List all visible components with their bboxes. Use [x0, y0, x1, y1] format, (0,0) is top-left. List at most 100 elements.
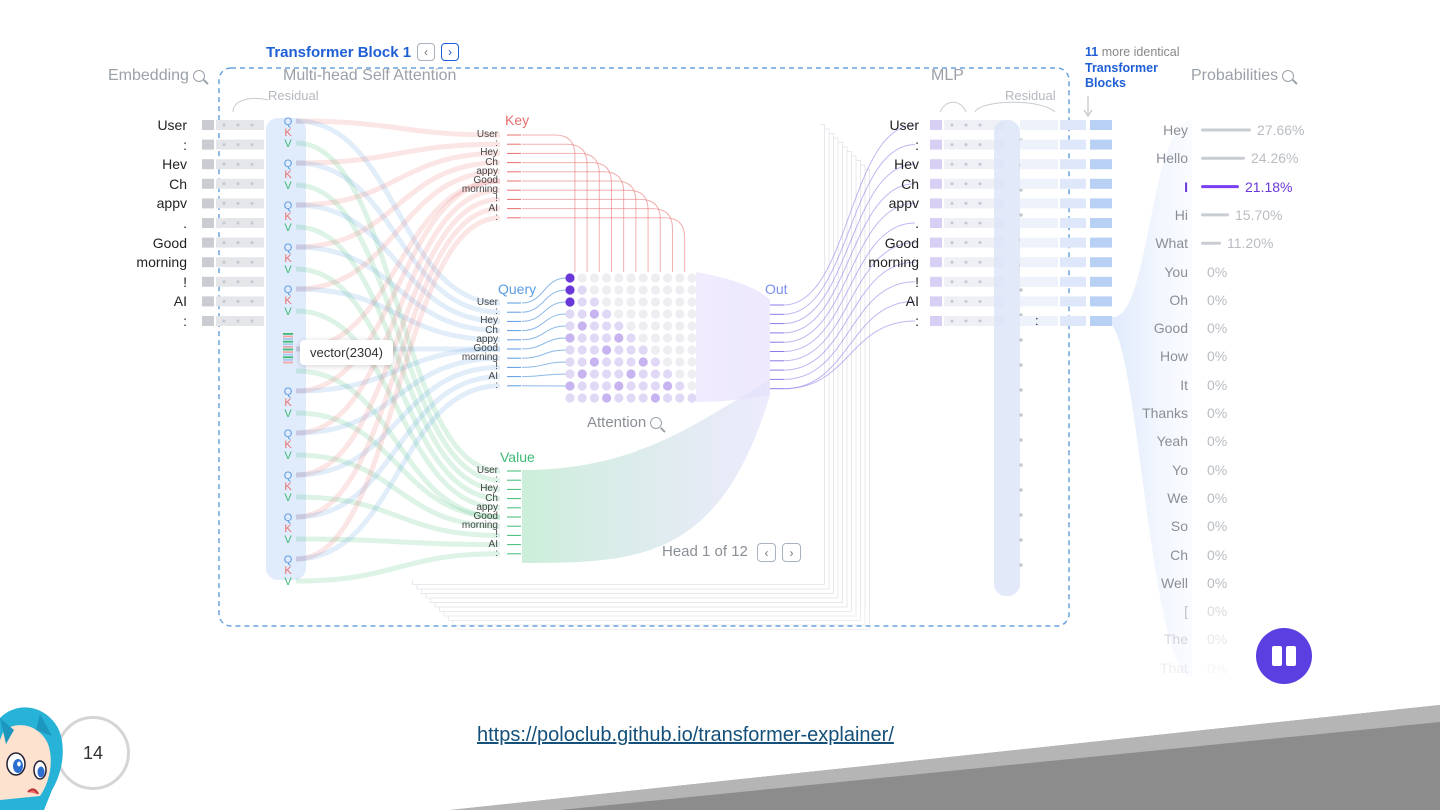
attention-cell[interactable] — [589, 369, 600, 379]
probability-word[interactable]: Yeah — [1156, 433, 1188, 450]
attention-cell[interactable] — [650, 321, 661, 331]
attention-cell[interactable] — [638, 369, 648, 379]
attention-cell[interactable] — [626, 285, 636, 295]
attention-cell[interactable] — [589, 333, 600, 343]
probability-word[interactable]: Thanks — [1142, 405, 1188, 421]
attention-cell[interactable] — [650, 309, 661, 319]
probability-word[interactable]: Hey — [1163, 122, 1188, 138]
attention-cell[interactable] — [614, 333, 624, 343]
attention-cell[interactable] — [589, 297, 600, 307]
attention-cell[interactable] — [687, 393, 697, 403]
attention-cell[interactable] — [663, 369, 673, 379]
attention-cell[interactable] — [565, 333, 575, 343]
attention-cell[interactable] — [638, 333, 648, 343]
attention-cell[interactable] — [650, 285, 661, 295]
probability-word[interactable]: That — [1159, 659, 1188, 676]
attention-cell[interactable] — [577, 273, 587, 283]
attention-cell[interactable] — [638, 321, 648, 331]
head-next-button[interactable]: › — [782, 543, 801, 562]
attention-cell[interactable] — [614, 393, 624, 403]
attention-cell[interactable] — [626, 309, 636, 319]
probability-word[interactable]: Yo — [1172, 461, 1188, 478]
attention-cell[interactable] — [675, 381, 685, 391]
attention-cell[interactable] — [577, 369, 587, 379]
probability-word[interactable]: Ch — [1170, 546, 1188, 563]
attention-cell[interactable] — [577, 333, 587, 343]
attention-cell[interactable] — [626, 369, 636, 379]
attention-cell[interactable] — [577, 345, 587, 355]
attention-cell[interactable] — [614, 381, 624, 391]
attention-cell[interactable] — [687, 297, 697, 307]
attention-cell[interactable] — [663, 333, 673, 343]
attention-cell[interactable] — [626, 321, 636, 331]
attention-cell[interactable] — [687, 381, 697, 391]
attention-cell[interactable] — [602, 321, 612, 331]
probability-word[interactable]: How — [1159, 348, 1188, 365]
attention-cell[interactable] — [565, 381, 575, 391]
attention-cell[interactable] — [614, 285, 624, 295]
attention-cell[interactable] — [650, 357, 661, 367]
probability-word[interactable]: Hello — [1156, 150, 1188, 167]
attention-cell[interactable] — [650, 393, 661, 403]
attention-cell[interactable] — [687, 309, 697, 319]
attention-cell[interactable] — [589, 357, 600, 367]
attention-cell[interactable] — [589, 309, 600, 319]
probability-word[interactable]: Oh — [1169, 291, 1188, 308]
attention-cell[interactable] — [565, 357, 575, 367]
block-next-button[interactable]: › — [441, 43, 459, 61]
probability-word[interactable]: We — [1167, 489, 1188, 506]
attention-cell[interactable] — [626, 393, 636, 403]
embedding-title[interactable]: Embedding — [108, 67, 205, 85]
attention-cell[interactable] — [602, 393, 612, 403]
probability-word[interactable]: I — [1184, 178, 1188, 195]
attention-cell[interactable] — [687, 273, 697, 283]
attention-cell[interactable] — [675, 285, 685, 295]
attention-cell[interactable] — [675, 345, 685, 355]
attention-cell[interactable] — [650, 381, 661, 391]
probability-word[interactable]: Good — [1153, 320, 1188, 337]
attention-cell[interactable] — [602, 285, 612, 295]
attention-cell[interactable] — [675, 357, 685, 367]
attention-cell[interactable] — [602, 357, 612, 367]
probabilities-title[interactable]: Probabilities — [1191, 67, 1295, 85]
attention-cell[interactable] — [626, 345, 636, 355]
probability-word[interactable]: You — [1164, 263, 1188, 280]
source-link[interactable]: https://poloclub.github.io/transformer-e… — [477, 724, 894, 746]
attention-cell[interactable] — [614, 357, 624, 367]
attention-cell[interactable] — [565, 369, 575, 379]
attention-cell[interactable] — [650, 369, 661, 379]
attention-cell[interactable] — [614, 345, 624, 355]
probability-word[interactable]: It — [1180, 376, 1188, 393]
attention-cell[interactable] — [614, 321, 624, 331]
attention-cell[interactable] — [638, 297, 648, 307]
attention-cell[interactable] — [589, 321, 600, 331]
attention-cell[interactable] — [650, 273, 661, 283]
probability-word[interactable]: What — [1155, 235, 1188, 252]
attention-cell[interactable] — [602, 369, 612, 379]
attention-cell[interactable] — [577, 297, 587, 307]
attention-cell[interactable] — [565, 321, 575, 331]
attention-cell[interactable] — [626, 297, 636, 307]
attention-cell[interactable] — [577, 381, 587, 391]
attention-cell[interactable] — [663, 273, 673, 283]
attention-cell[interactable] — [675, 273, 685, 283]
attention-cell[interactable] — [675, 321, 685, 331]
attention-cell[interactable] — [650, 297, 661, 307]
attention-cell[interactable] — [638, 309, 648, 319]
probability-word[interactable]: So — [1170, 518, 1188, 535]
attention-cell[interactable] — [577, 309, 587, 319]
attention-cell[interactable] — [589, 393, 600, 403]
attention-cell[interactable] — [577, 321, 587, 331]
attention-cell[interactable] — [675, 393, 685, 403]
attention-cell[interactable] — [687, 321, 697, 331]
attention-cell[interactable] — [626, 333, 636, 343]
attention-label[interactable]: Attention — [587, 414, 663, 431]
attention-cell[interactable] — [675, 369, 685, 379]
attention-cell[interactable] — [663, 309, 673, 319]
attention-cell[interactable] — [626, 381, 636, 391]
attention-cell[interactable] — [663, 345, 673, 355]
head-prev-button[interactable]: ‹ — [757, 543, 776, 562]
attention-cell[interactable] — [565, 393, 575, 403]
attention-cell[interactable] — [638, 273, 648, 283]
attention-cell[interactable] — [614, 369, 624, 379]
